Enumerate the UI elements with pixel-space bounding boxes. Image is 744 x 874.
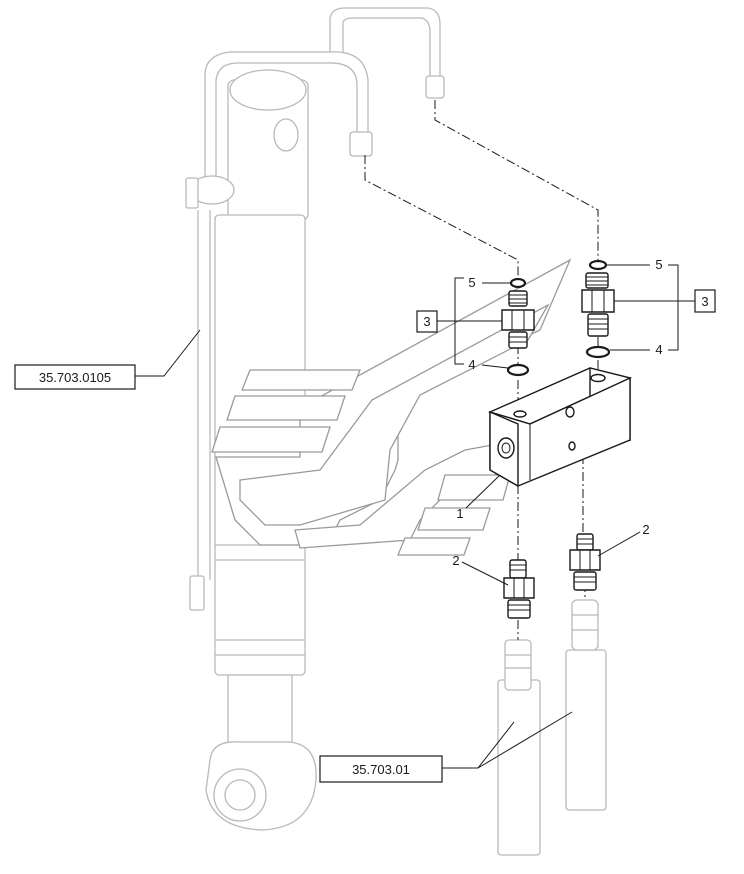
callout-2-right: 2 bbox=[642, 522, 649, 537]
callout-5-left: 5 bbox=[468, 275, 475, 290]
o-ring-small-left bbox=[509, 277, 527, 289]
o-ring-large-left bbox=[506, 363, 530, 377]
watermark-logo bbox=[211, 258, 572, 556]
o-ring-large-right bbox=[585, 345, 611, 359]
callout-4-left: 4 bbox=[468, 357, 475, 372]
reference-box-left: 35.703.0105 bbox=[14, 364, 136, 390]
fitting-lower-left bbox=[503, 559, 535, 619]
fitting-lower-right bbox=[569, 533, 601, 591]
reference-box-bottom: 35.703.01 bbox=[319, 755, 443, 783]
adapter-fitting-left bbox=[501, 290, 535, 349]
callout-leaders bbox=[135, 264, 695, 769]
callout-5-right: 5 bbox=[655, 257, 662, 272]
callout-box-3-left bbox=[416, 310, 438, 333]
reference-left-text: 35.703.0105 bbox=[39, 370, 111, 385]
callout-box-3-right bbox=[694, 289, 716, 313]
callout-2-left: 2 bbox=[452, 553, 459, 568]
valve-block bbox=[487, 367, 633, 488]
reference-bottom-text: 35.703.01 bbox=[352, 762, 410, 777]
callout-3-right: 3 bbox=[701, 294, 708, 309]
adapter-fitting-right bbox=[581, 272, 615, 337]
callout-3-left: 3 bbox=[423, 314, 430, 329]
callout-4-right: 4 bbox=[655, 342, 662, 357]
callout-1-block: 1 bbox=[456, 506, 463, 521]
o-ring-small-right bbox=[588, 259, 608, 271]
